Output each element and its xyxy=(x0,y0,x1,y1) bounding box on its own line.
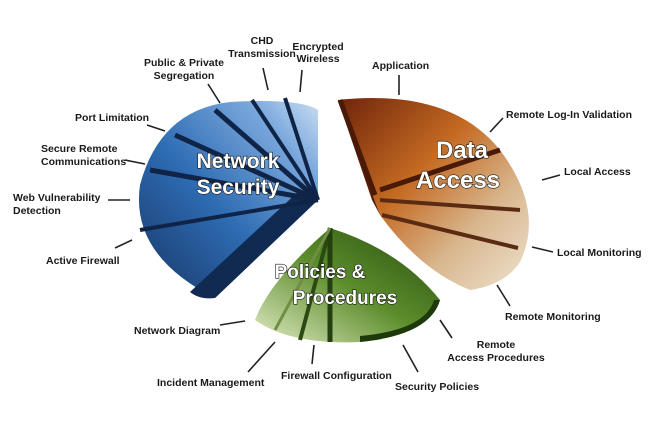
label-chd-transmission-1: CHD xyxy=(251,35,274,47)
label-security-policies: Security Policies xyxy=(395,381,479,393)
network-security-segment: Network Security xyxy=(138,97,320,299)
label-firewall-configuration: Firewall Configuration xyxy=(281,370,392,382)
label-encrypted-wireless-1: Encrypted xyxy=(292,41,343,53)
label-web-vuln-1: Web Vulnerability xyxy=(13,192,101,204)
label-web-vuln-2: Detection xyxy=(13,205,61,217)
network-security-title-line1: Network xyxy=(197,150,280,173)
leader-lines xyxy=(108,67,561,373)
label-local-access: Local Access xyxy=(564,166,631,178)
label-public-private-2: Segregation xyxy=(154,70,215,82)
label-local-monitoring: Local Monitoring xyxy=(557,247,642,259)
label-public-private-1: Public & Private xyxy=(144,57,224,69)
label-remote-access-1: Remote xyxy=(477,339,516,351)
label-secure-remote-1: Secure Remote xyxy=(41,143,118,155)
label-application: Application xyxy=(372,60,429,72)
data-access-segment: Data Access xyxy=(337,98,529,291)
policies-title-line1: Policies & xyxy=(275,262,366,283)
policies-procedures-segment: Policies & Procedures xyxy=(255,227,440,343)
label-remote-monitoring: Remote Monitoring xyxy=(505,311,601,323)
label-remote-login-validation: Remote Log-In Validation xyxy=(506,109,632,121)
label-secure-remote-2: Communications xyxy=(41,156,126,168)
data-access-title-line2: Access xyxy=(416,167,500,194)
label-network-diagram: Network Diagram xyxy=(134,325,220,337)
label-chd-transmission-2: Transmission xyxy=(228,48,296,60)
label-incident-management: Incident Management xyxy=(157,377,265,389)
label-remote-access-2: Access Procedures xyxy=(447,352,545,364)
label-active-firewall: Active Firewall xyxy=(46,255,120,267)
data-access-title-line1: Data xyxy=(436,137,489,164)
network-security-title-line2: Security xyxy=(197,176,280,199)
label-port-limitation: Port Limitation xyxy=(75,112,149,124)
policies-title-line2: Procedures xyxy=(293,288,398,309)
label-encrypted-wireless-2: Wireless xyxy=(296,53,339,65)
